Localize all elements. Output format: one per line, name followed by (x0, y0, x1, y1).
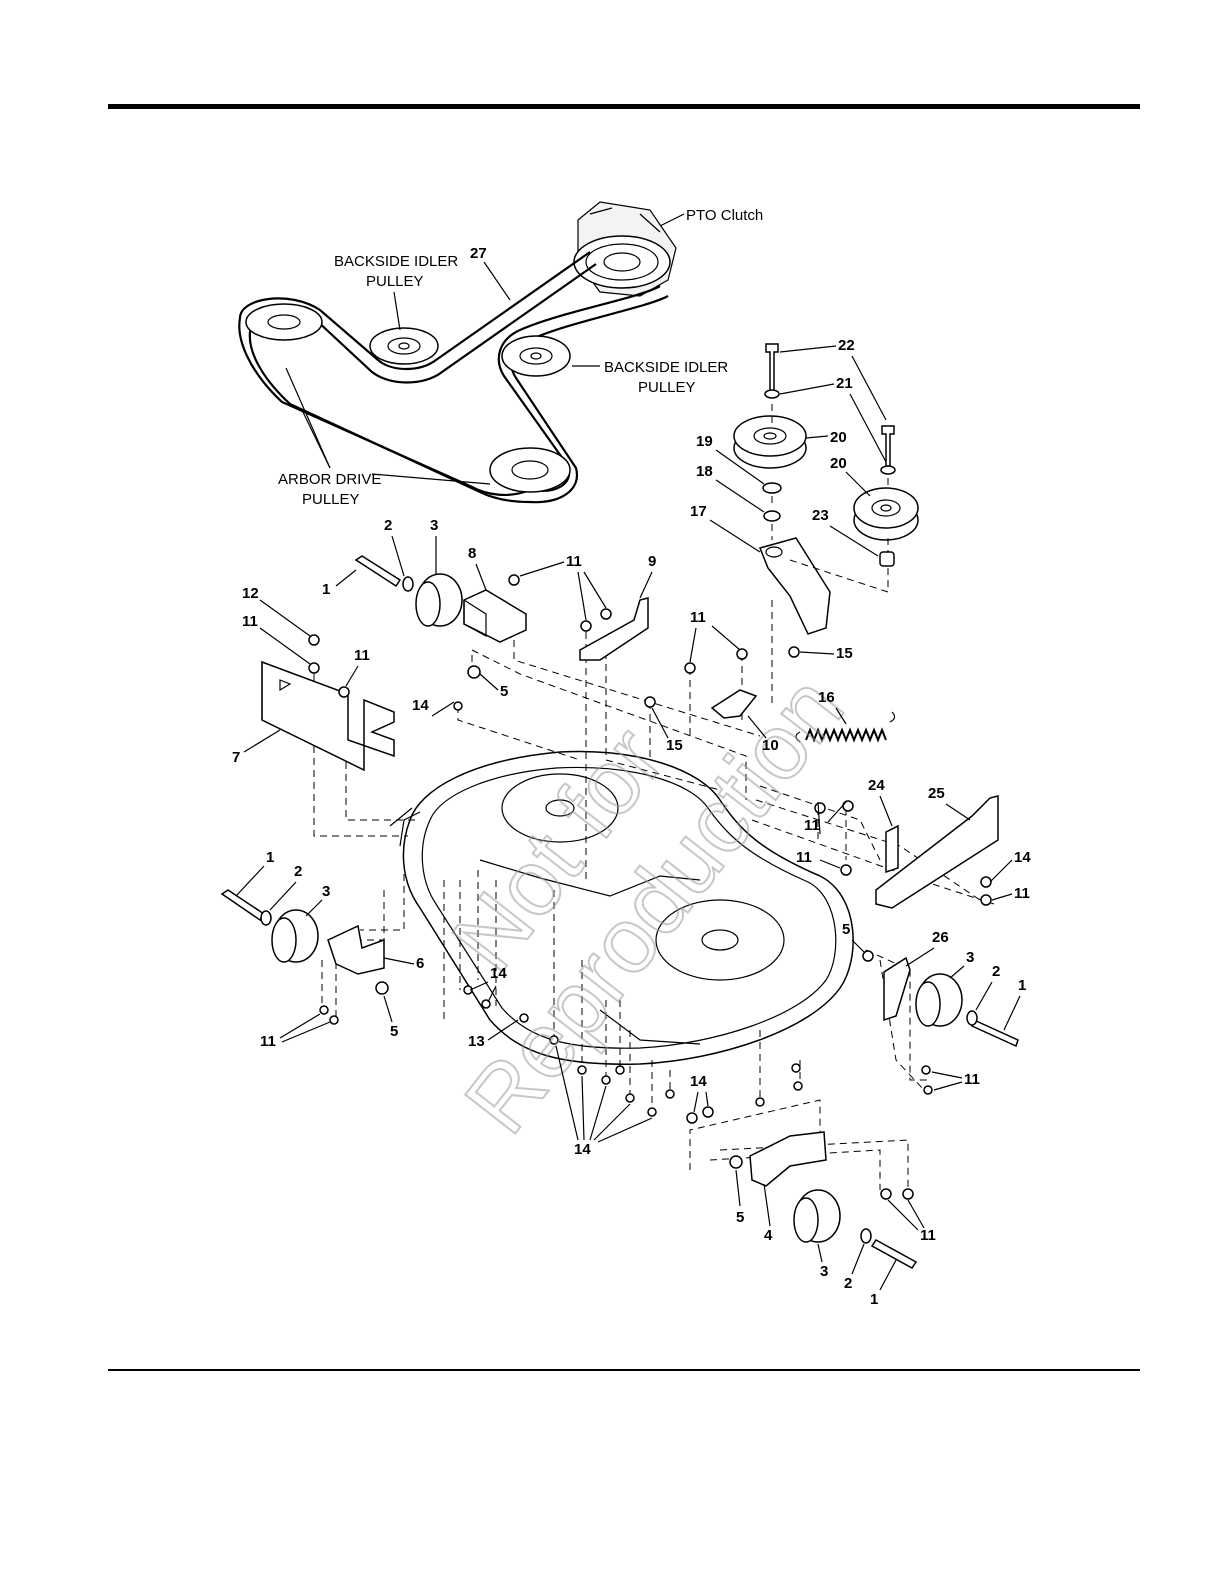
label-backside-idler-2-line2: PULLEY (638, 379, 696, 396)
washer-21-icon (765, 390, 779, 398)
label-backside-idler-2: BACKSIDE IDLER (604, 359, 728, 376)
washer-19-icon (763, 483, 781, 493)
roller-3-top-icon (416, 574, 462, 626)
callout: 14 (490, 965, 507, 982)
roller-3-left-icon (272, 910, 318, 962)
label-backside-idler-1-line2: PULLEY (366, 273, 424, 290)
bolt-22-icon (766, 344, 778, 396)
callout: 27 (470, 245, 487, 262)
bracket-7-icon (262, 662, 394, 770)
callout: 11 (1014, 885, 1030, 902)
spacer-23-icon (880, 552, 894, 566)
callout: 26 (932, 929, 949, 946)
label-arbor-drive-line2: PULLEY (302, 491, 360, 508)
callout: 1 (870, 1291, 878, 1308)
backside-idler-pulley-left-icon (246, 304, 322, 340)
bracket-4-icon (750, 1132, 826, 1186)
callout: 20 (830, 429, 847, 446)
callout: 24 (868, 777, 885, 794)
callout: 14 (574, 1141, 591, 1158)
callout: 11 (260, 1033, 276, 1050)
backside-idler-pulley-right-icon (502, 336, 570, 376)
pto-clutch-icon (574, 202, 676, 296)
bracket-26-icon (884, 958, 910, 1020)
callout: 11 (796, 849, 812, 866)
idler-arm-assembly (734, 344, 918, 704)
bracket-8-icon (464, 590, 526, 642)
label-backside-idler-1: BACKSIDE IDLER (334, 253, 458, 270)
bracket-24-icon (886, 826, 898, 872)
callout: 1 (322, 581, 330, 598)
callout: 17 (690, 503, 707, 520)
callout: 19 (696, 433, 713, 450)
roller-3-bottom-icon (794, 1190, 840, 1242)
callout: 1 (266, 849, 274, 866)
callout: 18 (696, 463, 713, 480)
callout: 3 (966, 949, 974, 966)
pulley-20-lower-icon (854, 488, 918, 540)
callout: 8 (468, 545, 476, 562)
callout: 25 (928, 785, 945, 802)
callout: 7 (232, 749, 240, 766)
roller-3-right-icon (916, 974, 962, 1026)
backside-idler-pulley-center-icon (370, 328, 438, 364)
callout: 11 (964, 1071, 980, 1088)
label-arbor-drive: ARBOR DRIVE (278, 471, 381, 488)
spacer-18-icon (764, 511, 780, 521)
callout: 3 (322, 883, 330, 900)
callout: 11 (920, 1227, 936, 1244)
callout: 13 (468, 1033, 485, 1050)
callout: 14 (690, 1073, 707, 1090)
pulley-20-upper-icon (734, 416, 806, 468)
callout: 6 (416, 955, 424, 972)
washer-21b-icon (881, 466, 895, 474)
callout: 5 (390, 1023, 398, 1040)
callout: 2 (844, 1275, 852, 1292)
callout: 14 (412, 697, 429, 714)
callout: 22 (838, 337, 855, 354)
callout: 11 (242, 613, 258, 630)
arbor-drive-pulley-icon (490, 448, 570, 492)
callout: 2 (992, 963, 1000, 980)
callout: 11 (354, 647, 370, 664)
callout: 11 (690, 609, 706, 626)
callout: 11 (804, 817, 820, 834)
callout: 16 (818, 689, 835, 706)
bolt-22b-icon (882, 426, 894, 466)
callout: 1 (1018, 977, 1026, 994)
belt-system (239, 202, 676, 502)
callout: 11 (566, 553, 582, 570)
callout: 5 (500, 683, 508, 700)
callout: 23 (812, 507, 829, 524)
callout: 3 (820, 1263, 828, 1280)
callout: 14 (1014, 849, 1031, 866)
label-pto-clutch: PTO Clutch (686, 207, 763, 224)
callout: 12 (242, 585, 259, 602)
callout: 15 (666, 737, 683, 754)
callout: 5 (736, 1209, 744, 1226)
callout: 9 (648, 553, 656, 570)
callout: 2 (294, 863, 302, 880)
callout: 10 (762, 737, 779, 754)
callout: 4 (764, 1227, 773, 1244)
callout: 15 (836, 645, 853, 662)
callout: 2 (384, 517, 392, 534)
callout: 3 (430, 517, 438, 534)
callout: 21 (836, 375, 853, 392)
callout: 20 (830, 455, 847, 472)
callout: 5 (842, 921, 850, 938)
idler-arm-17-icon (760, 538, 830, 634)
